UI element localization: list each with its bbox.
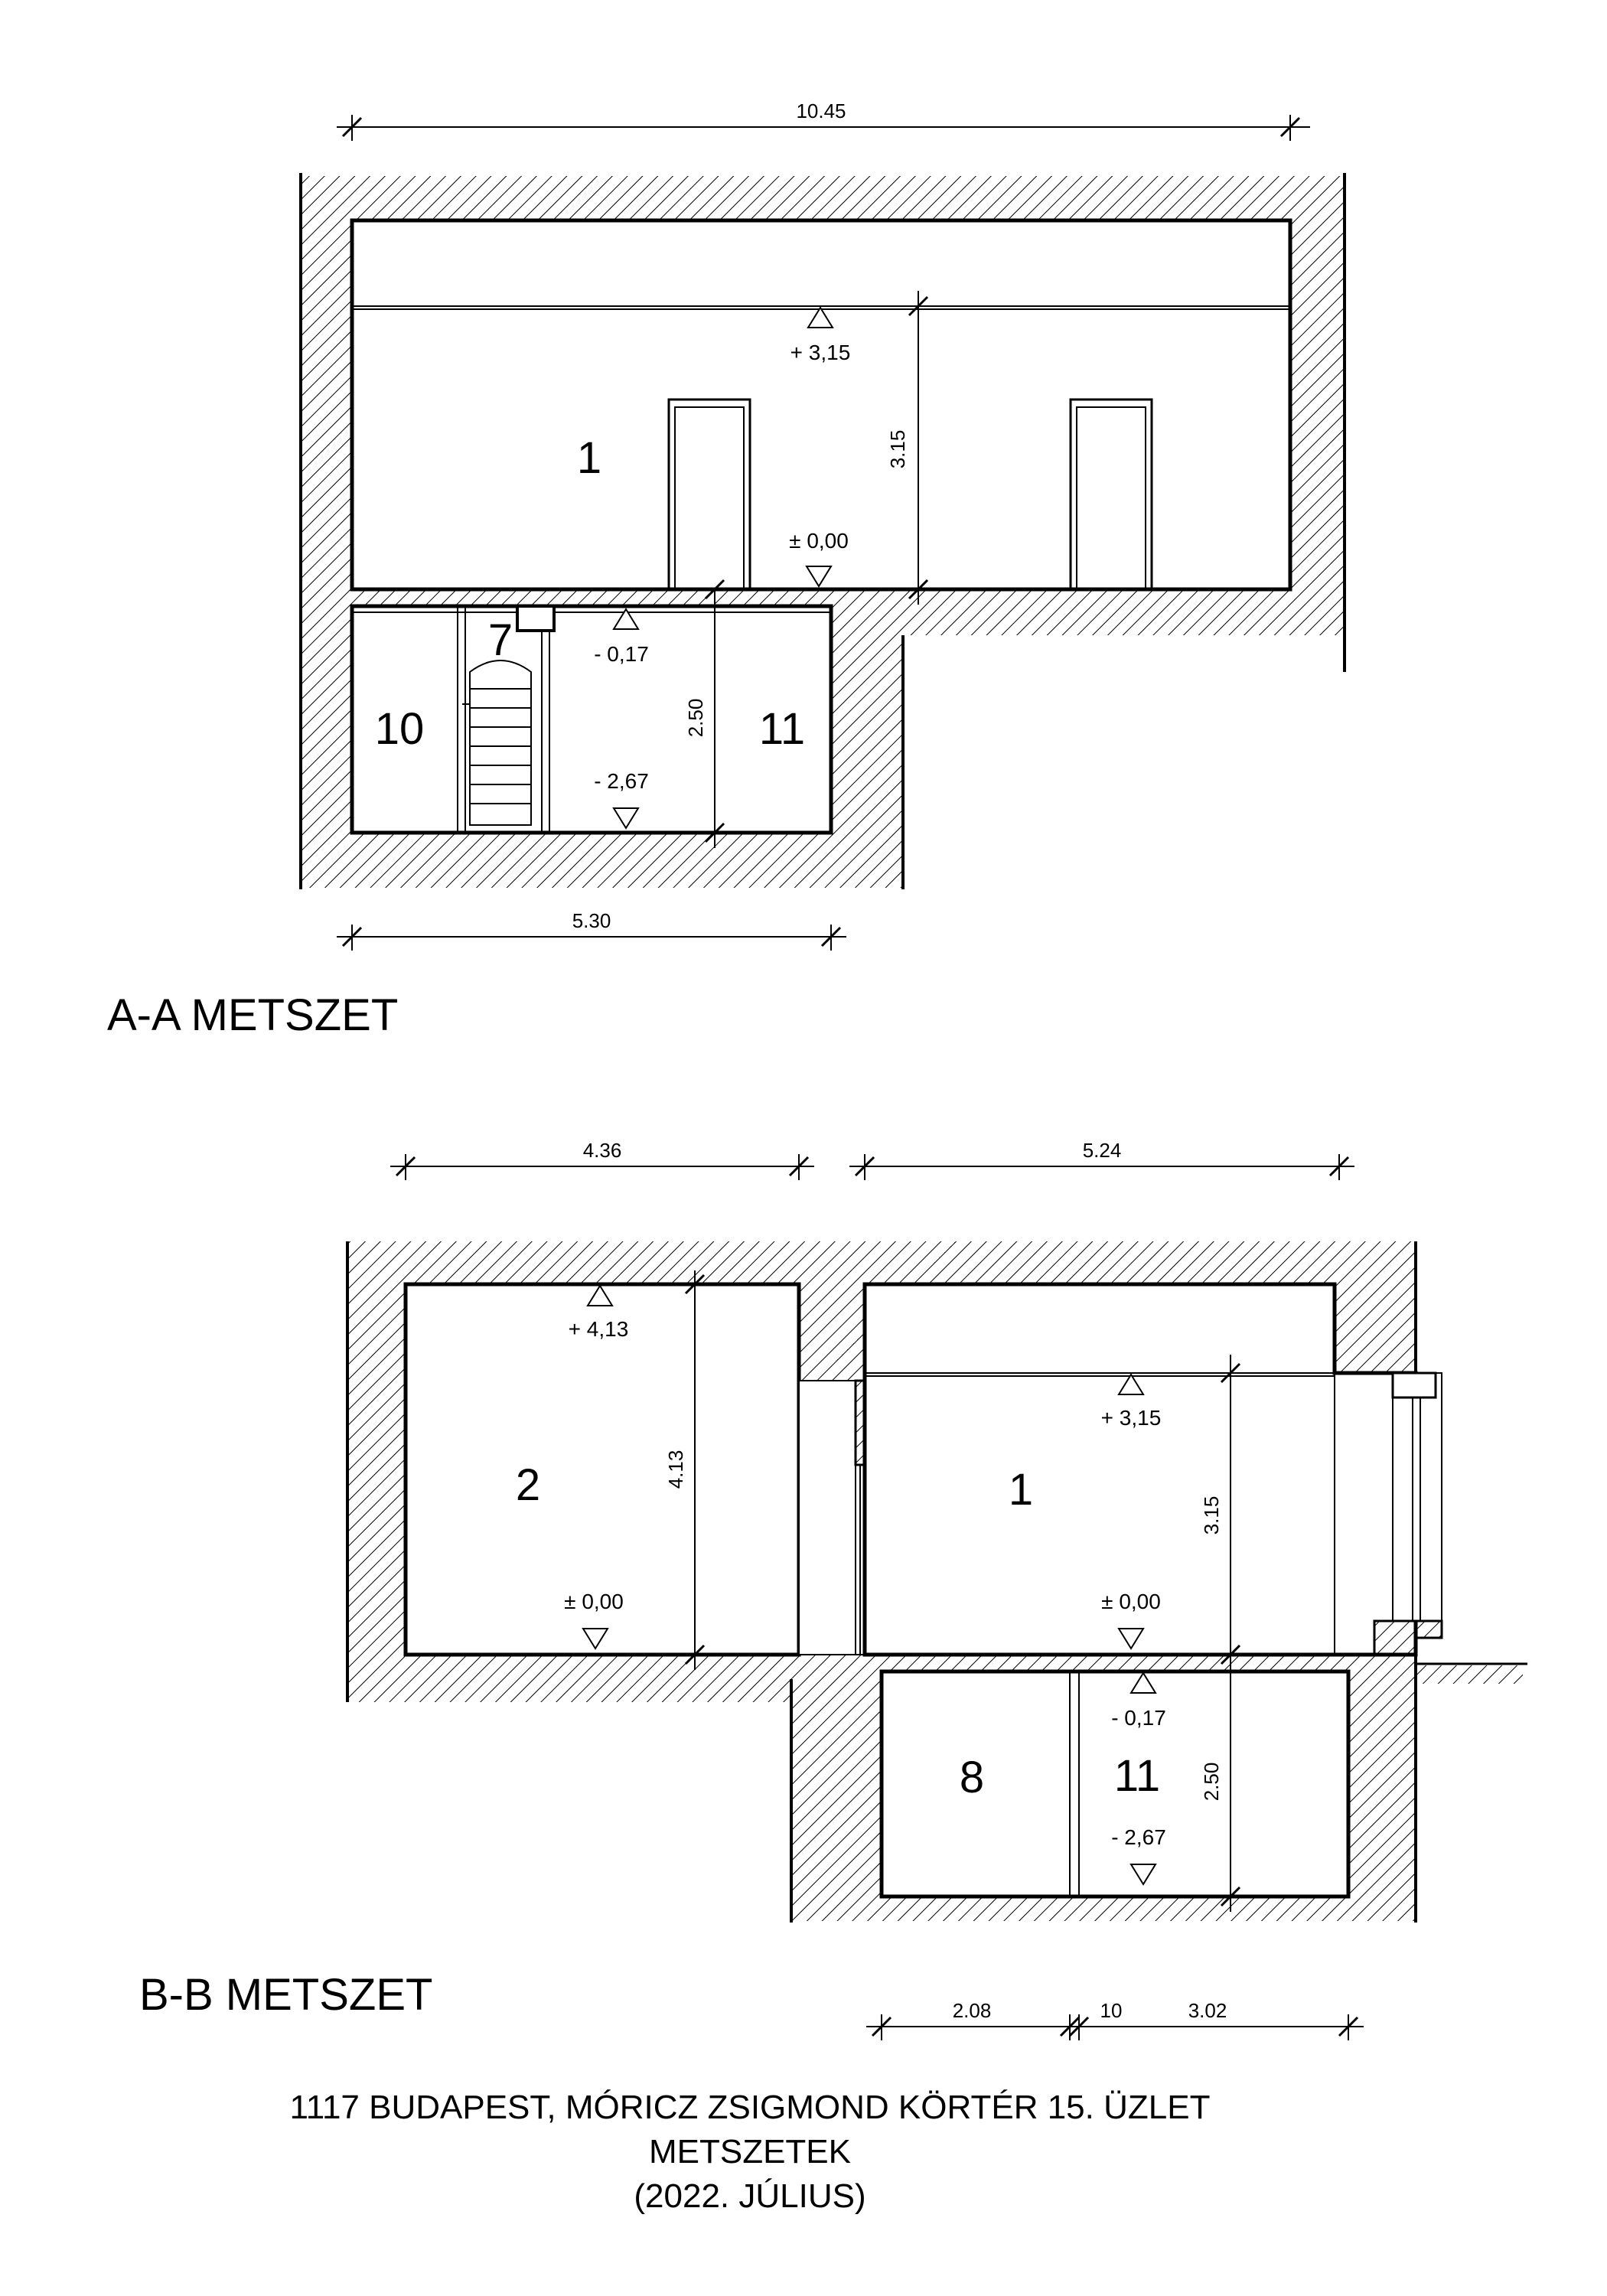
section-b-lower-room bbox=[879, 1669, 1351, 1899]
section-a-room-10: 10 bbox=[375, 704, 425, 754]
section-a-dim-bottom: 5.30 bbox=[337, 909, 846, 951]
level-label: - 0,17 bbox=[594, 642, 649, 666]
section-b-room-1: 1 bbox=[1009, 1465, 1033, 1515]
section-b-room-8: 8 bbox=[960, 1753, 984, 1802]
section-b-dim-top-right: 5.24 bbox=[849, 1139, 1354, 1180]
section-b-b: 4.36 5.24 2.08 10 3.02 bbox=[139, 1139, 1527, 2040]
level-label: + 4,13 bbox=[569, 1317, 629, 1341]
section-b-level-right-floor: ± 0,00 bbox=[1101, 1590, 1161, 1650]
title-block-line-3: (2022. JÚLIUS) bbox=[634, 2177, 865, 2215]
section-b-level-right-ceiling: + 3,15 bbox=[1101, 1373, 1162, 1430]
section-a-dim-top-label: 10.45 bbox=[796, 99, 846, 122]
section-b-facade-window bbox=[1373, 1371, 1443, 1656]
level-label: ± 0,00 bbox=[564, 1590, 624, 1613]
section-a-a: 10.45 5.30 3.15 2.50 + 3,15 bbox=[107, 99, 1346, 1040]
section-b-dim-height-lower-label: 2.50 bbox=[1200, 1763, 1223, 1802]
section-b-dim-height-right: 3.15 bbox=[1200, 1355, 1241, 1670]
section-b-dim-top-right-label: 5.24 bbox=[1083, 1139, 1122, 1162]
section-b-dim-height-left: 4.13 bbox=[664, 1270, 706, 1670]
section-a-room-7: 7 bbox=[488, 615, 513, 665]
section-b-dim-bottom-b-label: 10 bbox=[1100, 1999, 1123, 2022]
section-b-dim-top-left-label: 4.36 bbox=[583, 1139, 622, 1162]
level-label: + 3,15 bbox=[790, 341, 851, 364]
section-b-level-lower-floor: - 2,67 bbox=[1111, 1825, 1166, 1886]
section-a-door-right bbox=[1069, 398, 1153, 591]
section-b-dim-bottom-a-label: 2.08 bbox=[953, 1999, 992, 2022]
section-b-room-2: 2 bbox=[516, 1460, 540, 1510]
level-label: ± 0,00 bbox=[789, 529, 849, 553]
title-block-line-1: 1117 BUDAPEST, MÓRICZ ZSIGMOND KÖRTÉR 15… bbox=[290, 2089, 1211, 2126]
section-b-title: B-B METSZET bbox=[139, 1970, 432, 2020]
title-block: 1117 BUDAPEST, MÓRICZ ZSIGMOND KÖRTÉR 15… bbox=[290, 2089, 1211, 2215]
section-b-level-left-floor: ± 0,00 bbox=[564, 1590, 624, 1650]
section-b-level-left-ceiling: + 4,13 bbox=[569, 1284, 629, 1341]
level-label: ± 0,00 bbox=[1101, 1590, 1161, 1613]
title-block-line-2: METSZETEK bbox=[649, 2133, 851, 2170]
section-a-upper-room bbox=[350, 218, 1292, 592]
section-a-dim-bottom-label: 5.30 bbox=[572, 909, 611, 932]
section-a-beam bbox=[516, 605, 556, 632]
section-a-dim-height-lower: 2.50 bbox=[684, 579, 725, 848]
section-a-level-lower-floor: - 2,67 bbox=[594, 769, 649, 830]
section-a-lower-room bbox=[350, 604, 833, 835]
section-b-room-11: 11 bbox=[1114, 1751, 1160, 1801]
level-label: - 2,67 bbox=[594, 769, 649, 793]
section-a-level-upper-floor: ± 0,00 bbox=[789, 529, 849, 588]
section-a-door-left bbox=[667, 398, 751, 591]
section-a-dim-top: 10.45 bbox=[337, 99, 1310, 141]
section-a-room-11: 11 bbox=[759, 704, 805, 754]
section-b-passage bbox=[798, 1380, 865, 1655]
section-a-level-upper-ceiling: + 3,15 bbox=[790, 306, 851, 364]
level-label: + 3,15 bbox=[1101, 1406, 1162, 1430]
section-b-dim-height-right-label: 3.15 bbox=[1200, 1496, 1223, 1535]
section-a-level-lower-top: - 0,17 bbox=[594, 608, 649, 666]
section-b-level-lower-top: - 0,17 bbox=[1111, 1671, 1166, 1730]
section-a-dim-height-upper-label: 3.15 bbox=[886, 430, 909, 469]
section-a-dim-height-lower-label: 2.50 bbox=[684, 699, 707, 738]
section-b-dim-bottom: 2.08 10 3.02 bbox=[866, 1999, 1364, 2040]
section-b-room-2-box bbox=[403, 1282, 801, 1657]
section-a-room-1: 1 bbox=[577, 433, 601, 483]
section-b-dim-height-left-label: 4.13 bbox=[664, 1450, 687, 1489]
level-label: - 0,17 bbox=[1111, 1706, 1166, 1730]
section-a-dim-height-upper: 3.15 bbox=[886, 291, 929, 605]
section-b-dim-height-lower: 2.50 bbox=[1200, 1653, 1241, 1912]
section-b-dim-top-left: 4.36 bbox=[390, 1139, 814, 1180]
level-label: - 2,67 bbox=[1111, 1825, 1166, 1849]
section-a-stair bbox=[462, 660, 532, 826]
section-b-dim-bottom-c-label: 3.02 bbox=[1188, 1999, 1227, 2022]
section-a-title: A-A METSZET bbox=[107, 990, 398, 1040]
